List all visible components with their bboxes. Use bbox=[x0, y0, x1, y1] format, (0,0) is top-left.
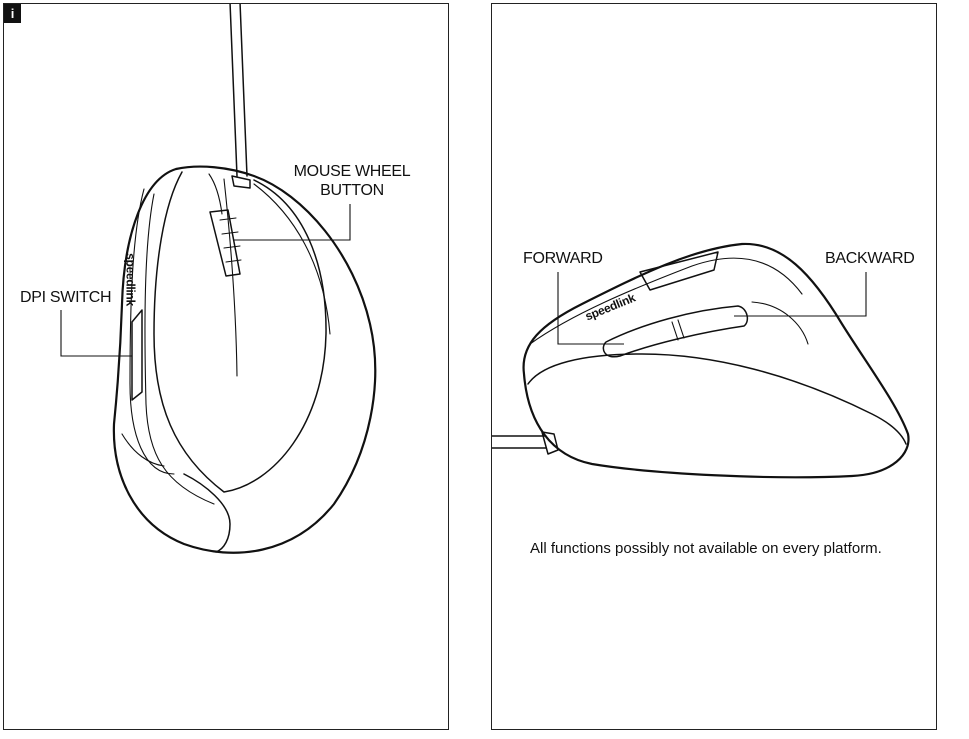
platform-note: All functions possibly not available on … bbox=[530, 540, 882, 557]
mouse-wheel-button-label-line2: BUTTON bbox=[320, 182, 384, 199]
right-callout-lines bbox=[557, 272, 867, 345]
backward-label: BACKWARD bbox=[825, 250, 915, 267]
forward-label: FORWARD bbox=[523, 250, 603, 267]
dpi-switch-label: DPI SWITCH bbox=[20, 289, 112, 306]
mouse-wheel-button-label-line1: MOUSE WHEEL bbox=[293, 163, 411, 180]
info-badge: i bbox=[4, 4, 21, 23]
mouse-top-view-drawing bbox=[112, 4, 377, 554]
side-view-panel: speedlink FORWARD BACKWARD All functions… bbox=[491, 3, 937, 730]
top-view-panel: i speedlink MOUSE WHEEL bbox=[3, 3, 449, 730]
mouse-wheel-button-label: MOUSE WHEEL BUTTON bbox=[290, 162, 414, 200]
left-callout-lines bbox=[60, 204, 351, 357]
